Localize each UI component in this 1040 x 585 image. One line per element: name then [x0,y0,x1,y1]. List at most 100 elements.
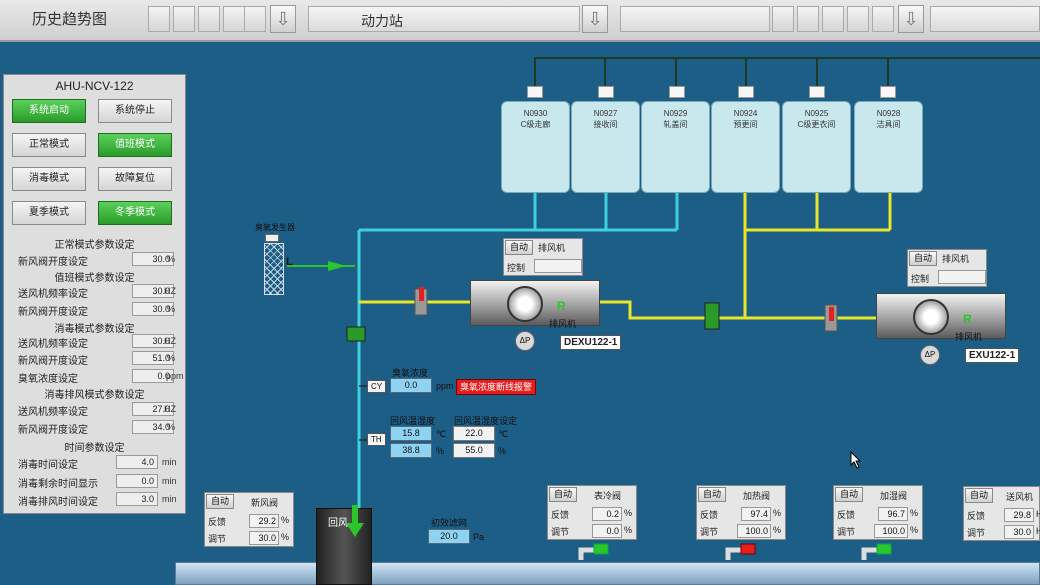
system-start-button[interactable]: 系统启动 [12,99,86,123]
exhaust-fan-2[interactable]: R 排风机 [876,293,1006,342]
param-unit: HZ [164,286,176,296]
toolbar-dropdown-arrow-icon[interactable]: ⇩ [898,5,924,33]
return-temp-value: 15.8 [390,426,432,441]
supply-fan-adjust[interactable]: 30.0 [1004,525,1034,539]
summer-mode-button[interactable]: 夏季模式 [12,201,86,225]
fan2-running-indicator: R [963,312,972,326]
exhaust-fan-1[interactable]: R 排风机 [470,280,600,329]
ozone-conc-label: 臭氧浓度 [392,368,429,378]
toolbar-slot [847,6,869,32]
fan1-tag: DEXU122-1 [560,335,622,350]
toolbar-field[interactable] [930,6,1040,32]
param-value[interactable]: 30.0 [132,252,174,266]
history-trend-title[interactable]: 历史趋势图 [32,10,108,28]
param-value[interactable]: 51.0 [132,351,174,365]
fan2-name: 排风机 [942,254,970,264]
param-value[interactable]: 0.0 [132,369,174,383]
param-value[interactable]: 3.0 [116,492,158,506]
ozone-disconnect-alarm: 臭氧浓度断线报警 [456,379,537,395]
normal-mode-button[interactable]: 正常模式 [12,133,86,157]
fresh-air-valve-auto-button[interactable]: 自动 [206,494,234,509]
fresh-air-valve-adjust[interactable]: 30.0 [249,531,279,545]
fan1-dp-sensor-icon: ΔP [515,331,535,351]
heating-valve-actuator-icon [725,543,756,560]
param-value[interactable]: 30.0 [132,334,174,348]
fan2-control-box: 自动 排风机 控制 [907,249,987,287]
fault-reset-button[interactable]: 故障复位 [98,167,172,191]
adjust-label: 调节 [700,527,719,537]
unit: H [1036,509,1040,519]
toolbar-field[interactable] [620,6,770,32]
filter-dp-value: 20.0 [428,529,470,544]
return-temp-hum-label: 回风温湿度 [390,416,436,426]
return-air-box [316,508,372,585]
room-id: N0927 [593,109,618,118]
cooling-valve-auto-button[interactable]: 自动 [549,487,577,502]
ozone-level-mark: L [286,256,293,268]
heating-valve-adjust[interactable]: 100.0 [737,524,771,538]
fan1-label: 排风机 [549,319,577,329]
param-value: 0.0 [116,474,158,488]
winter-mode-button[interactable]: 冬季模式 [98,201,172,225]
set-temp-value[interactable]: 22.0 [453,426,495,441]
ozone-conc-value: 0.0 [390,378,432,393]
humidifier-valve-auto-button[interactable]: 自动 [835,487,863,502]
envelope-icon [527,86,543,98]
adjust-label: 调节 [967,528,986,538]
toolbar-slot [244,6,266,32]
pct-unit: % [498,446,507,456]
supply-fan-auto-button[interactable]: 自动 [965,488,993,503]
toolbar-slot [173,6,195,32]
param-unit: min [162,494,177,504]
fan1-auto-button[interactable]: 自动 [505,240,533,255]
duty-mode-button[interactable]: 值班模式 [98,133,172,157]
humidifier-valve-box: 自动 加湿阀 反馈 96.7 % 调节 100.0 % [833,485,923,540]
param-value[interactable]: 4.0 [116,455,158,469]
section-title: 正常模式参数设定 [54,240,135,251]
param-value[interactable]: 30.0 [132,284,174,298]
param-unit: HZ [164,336,176,346]
station-selector[interactable]: 动力站 [308,6,580,32]
heating-valve-name: 加热阀 [743,491,771,501]
cy-sensor[interactable]: CY [367,380,387,393]
param-label: 送风机频率设定 [18,407,88,418]
toolbar-slot [797,6,819,32]
adjust-label: 调节 [208,534,227,544]
param-value[interactable]: 34.0 [132,420,174,434]
history-dropdown-arrow-icon[interactable]: ⇩ [270,5,296,33]
humidifier-valve-name: 加湿阀 [880,491,908,501]
station-dropdown-arrow-icon[interactable]: ⇩ [582,5,608,33]
section-title: 消毒模式参数设定 [54,324,135,335]
deg-unit: ℃ [436,429,447,439]
param-unit: % [167,304,176,314]
humidifier-valve-adjust[interactable]: 100.0 [874,524,908,538]
system-stop-button[interactable]: 系统停止 [98,99,172,123]
supply-duct [175,562,1040,585]
fan1-control-value[interactable] [534,259,582,273]
disinfect-mode-button[interactable]: 消毒模式 [12,167,86,191]
envelope-icon [598,86,614,98]
param-label: 新风阀开度设定 [18,425,88,436]
set-hum-value[interactable]: 55.0 [453,443,495,458]
param-value[interactable]: 27.0 [132,402,174,416]
ozone-unit: ppm [436,381,454,391]
toolbar-slot [772,6,794,32]
ozone-generator-icon[interactable] [264,243,284,295]
unit: H [1036,526,1040,536]
fan2-control-value[interactable] [938,270,986,284]
cooling-valve-actuator-icon [578,543,609,560]
unit: % [910,508,919,518]
room-id: N0929 [663,109,688,118]
toolbar-slot [822,6,844,32]
th-sensor[interactable]: TH [367,433,386,446]
heating-valve-auto-button[interactable]: 自动 [698,487,726,502]
cooling-valve-adjust[interactable]: 0.0 [592,524,622,538]
fan2-auto-button[interactable]: 自动 [909,251,937,266]
param-value[interactable]: 30.0 [132,302,174,316]
